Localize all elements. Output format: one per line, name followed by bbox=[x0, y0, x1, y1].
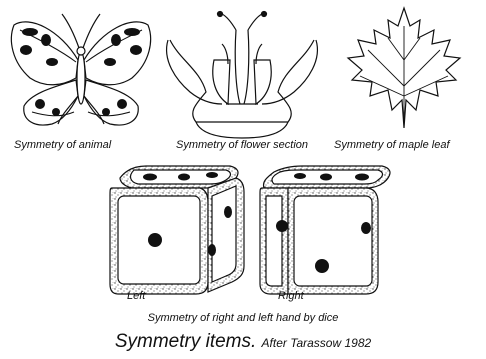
figure-title-main: Symmetry items. bbox=[115, 331, 256, 352]
butterfly-drawing bbox=[11, 14, 150, 125]
caption-leaf: Symmetry of maple leaf bbox=[334, 139, 450, 151]
figure-title: Symmetry items. After Tarassow 1982 bbox=[0, 331, 486, 353]
right-die bbox=[260, 166, 390, 294]
left-die bbox=[110, 166, 244, 294]
caption-right-die: Right bbox=[278, 290, 304, 302]
figure-title-credit: After Tarassow 1982 bbox=[262, 336, 372, 350]
caption-dice: Symmetry of right and left hand by dice bbox=[0, 312, 486, 324]
caption-animal: Symmetry of animal bbox=[14, 139, 111, 151]
caption-flower: Symmetry of flower section bbox=[176, 139, 308, 151]
maple-leaf-drawing bbox=[348, 8, 460, 128]
caption-left-die: Left bbox=[127, 290, 145, 302]
flower-section-drawing bbox=[167, 12, 318, 139]
